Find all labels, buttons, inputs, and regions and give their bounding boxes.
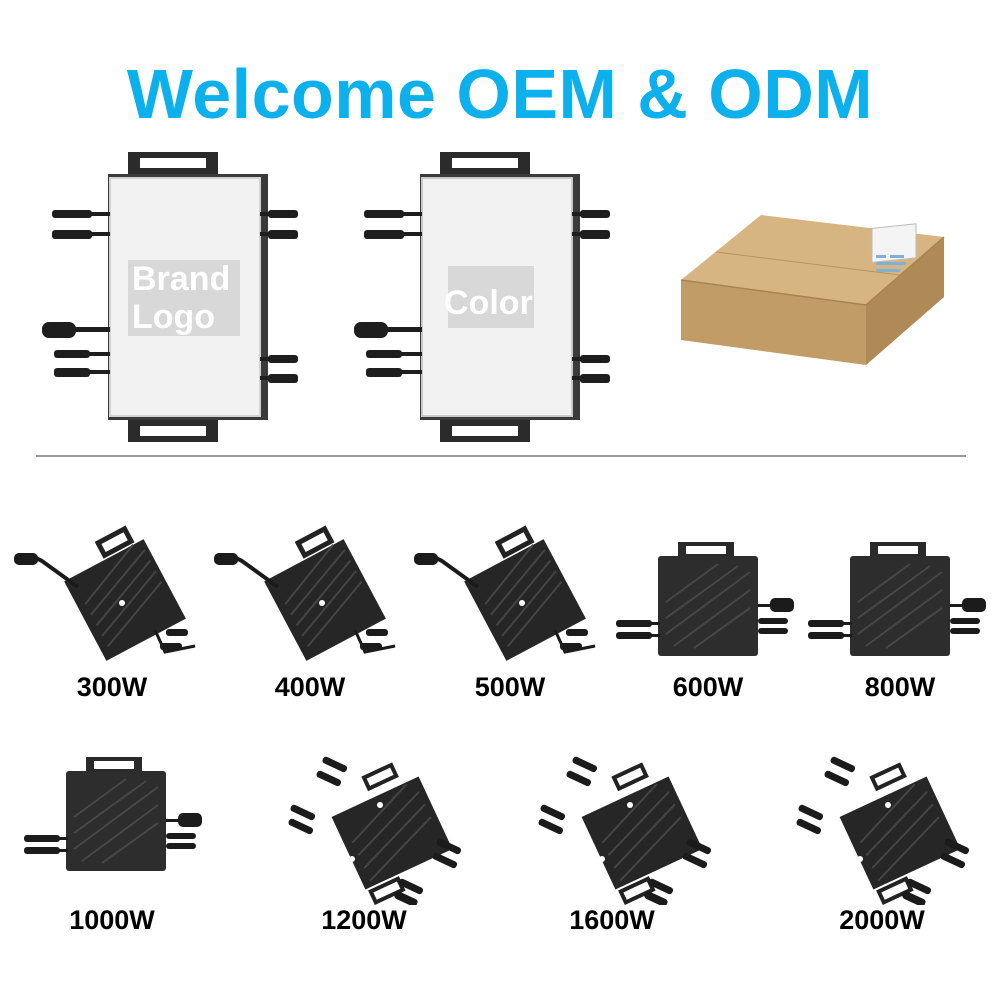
microinverter-icon	[210, 525, 400, 675]
product-600w	[608, 530, 798, 695]
white-microinverter-icon: Brand Logo	[42, 152, 298, 442]
product-300w	[10, 525, 200, 690]
brand-label-line2: Logo	[132, 298, 215, 336]
power-label-500w: 500W	[474, 672, 546, 702]
microinverter-icon	[10, 525, 200, 675]
microinverter-icon	[794, 755, 973, 905]
power-label-1000w: 1000W	[69, 905, 155, 935]
page-title: Welcome OEM & ODM	[126, 55, 874, 133]
shipping-box-icon	[680, 215, 945, 365]
microinverter-icon	[23, 756, 203, 872]
power-label-600w: 600W	[672, 672, 744, 702]
power-label-1200w: 1200W	[321, 905, 407, 935]
microinverter-icon	[410, 525, 600, 675]
power-label-300w: 300W	[76, 672, 148, 702]
product-1200w	[286, 755, 476, 920]
power-label-400w: 400W	[274, 672, 346, 702]
packaging-box	[676, 205, 946, 370]
product-1600w	[536, 755, 726, 920]
product-400w	[210, 525, 400, 690]
section-divider	[36, 455, 966, 457]
microinverter-icon	[615, 541, 795, 657]
microinverter-icon	[286, 755, 465, 905]
white-microinverter-icon: Color	[354, 152, 610, 442]
brand-label-line1: Brand	[132, 260, 230, 298]
microinverter-icon	[807, 541, 987, 657]
oem-inverter-color: Color	[352, 152, 612, 442]
product-2000w	[794, 755, 984, 920]
product-1000w	[16, 745, 206, 910]
power-label-800w: 800W	[864, 672, 936, 702]
power-label-2000w: 2000W	[839, 905, 925, 935]
product-500w	[410, 525, 600, 690]
microinverter-icon	[536, 755, 715, 905]
power-label-1600w: 1600W	[569, 905, 655, 935]
color-label: Color	[444, 284, 533, 322]
product-800w	[800, 530, 990, 695]
oem-inverter-brand-logo: Brand Logo	[40, 152, 300, 442]
